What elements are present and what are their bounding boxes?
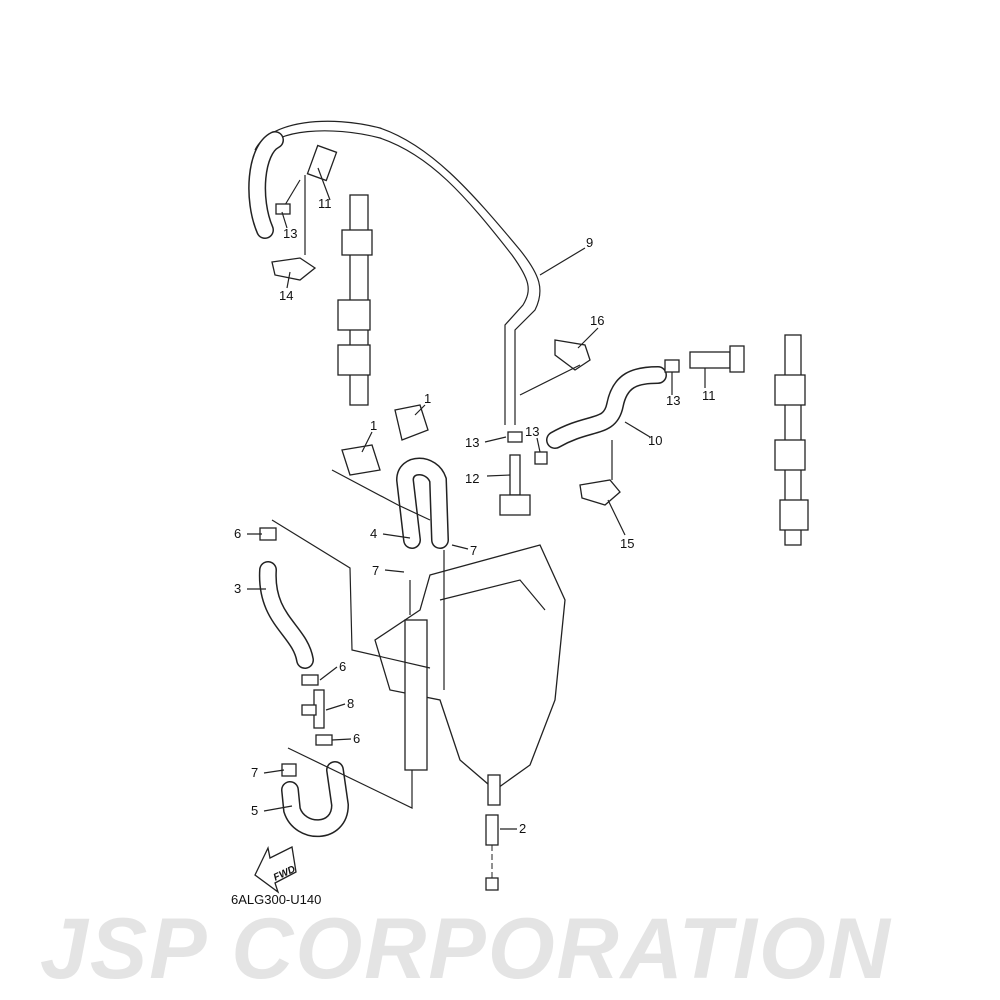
callout-7: 7 bbox=[372, 563, 379, 578]
callout-7: 7 bbox=[251, 765, 258, 780]
callout-1: 1 bbox=[424, 391, 431, 406]
callout-13: 13 bbox=[525, 424, 539, 439]
callout-3: 3 bbox=[234, 581, 241, 596]
hose-3 bbox=[258, 527, 314, 669]
callout-12: 12 bbox=[465, 471, 479, 486]
hose-5 bbox=[281, 761, 350, 838]
fwd-arrow-icon: FWD bbox=[254, 845, 297, 894]
pipe-2 bbox=[485, 814, 499, 891]
callout-5: 5 bbox=[251, 803, 258, 818]
hose-4-and-clamps-1 bbox=[341, 404, 449, 549]
callout-10: 10 bbox=[648, 433, 662, 448]
callout-9: 9 bbox=[586, 235, 593, 250]
hose-10 bbox=[546, 339, 745, 506]
callout-8: 8 bbox=[347, 696, 354, 711]
joint-8 bbox=[301, 674, 333, 746]
joint-12 bbox=[499, 431, 548, 516]
callouts: 11 13 14 9 16 1 1 13 13 12 10 11 13 15 4… bbox=[234, 196, 716, 836]
watermark: JSP CORPORATION bbox=[40, 901, 892, 997]
callout-14: 14 bbox=[279, 288, 293, 303]
callout-15: 15 bbox=[620, 536, 634, 551]
callout-11: 11 bbox=[318, 196, 332, 211]
callout-2: 2 bbox=[519, 821, 526, 836]
callout-6: 6 bbox=[339, 659, 346, 674]
connector-11-top bbox=[271, 144, 338, 281]
diagram-code: 6ALG300-U140 bbox=[231, 892, 321, 907]
assembly-lines bbox=[271, 175, 613, 809]
callout-4: 4 bbox=[370, 526, 377, 541]
callout-13: 13 bbox=[465, 435, 479, 450]
fuel-rail-left bbox=[337, 194, 373, 406]
callout-13: 13 bbox=[666, 393, 680, 408]
callout-7: 7 bbox=[470, 543, 477, 558]
callout-13: 13 bbox=[283, 226, 297, 241]
vapor-separator bbox=[374, 544, 566, 806]
hose-9 bbox=[248, 120, 541, 425]
callout-1: 1 bbox=[370, 418, 377, 433]
fuel-rail-right bbox=[774, 334, 809, 546]
callout-6: 6 bbox=[234, 526, 241, 541]
callout-6: 6 bbox=[353, 731, 360, 746]
callout-11: 11 bbox=[702, 388, 716, 403]
leader-lines bbox=[247, 167, 706, 830]
callout-16: 16 bbox=[590, 313, 604, 328]
